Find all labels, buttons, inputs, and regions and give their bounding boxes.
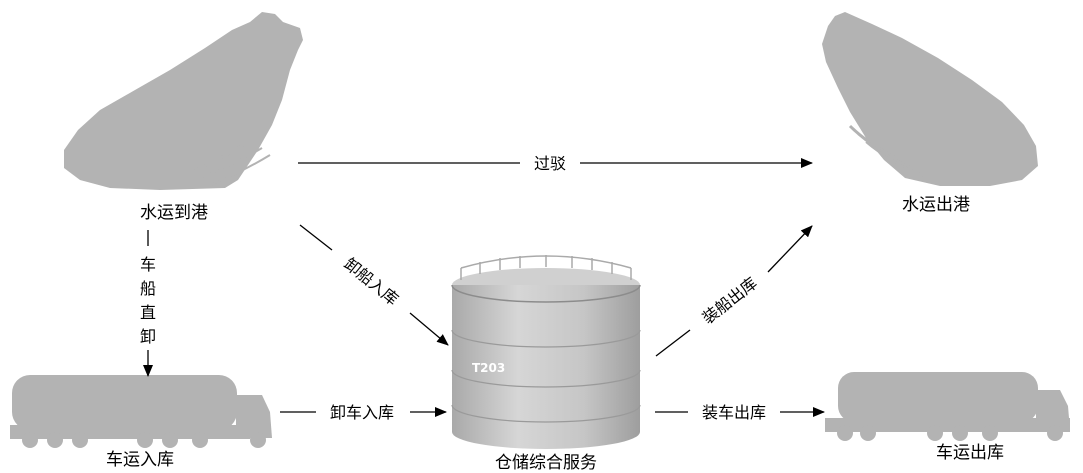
transshipment-label: 过驳	[534, 154, 566, 173]
truck-in-icon	[10, 375, 272, 448]
edge-transshipment: 过驳	[298, 154, 813, 173]
ship-arrival-icon	[64, 12, 303, 190]
truck-out-icon	[825, 372, 1070, 441]
ship-arrival-label: 水运到港	[140, 203, 208, 223]
unload-ship-in-label: 卸船入库	[340, 254, 402, 309]
direct-unload-char-1: 车	[140, 255, 156, 274]
unload-truck-in-label: 卸车入库	[330, 403, 394, 422]
storage-label: 仓储综合服务	[495, 453, 597, 473]
edge-load-ship-out: 装船出库	[655, 225, 813, 357]
direct-unload-char-3: 直	[140, 303, 156, 322]
truck-in-label: 车运入库	[106, 450, 174, 470]
edge-unload-ship-in: 卸船入库	[299, 224, 449, 346]
direct-unload-char-4: 卸	[140, 327, 156, 346]
storage-tank-icon: T203	[451, 255, 641, 449]
edge-unload-truck-in: 卸车入库	[280, 403, 447, 422]
ship-departure-label: 水运出港	[902, 195, 970, 215]
tank-id-label: T203	[472, 361, 505, 375]
truck-out-label: 车运出库	[936, 443, 1004, 463]
ship-departure-icon	[822, 12, 1038, 186]
load-ship-out-label: 装船出库	[699, 273, 761, 327]
load-truck-out-label: 装车出库	[702, 403, 766, 422]
edge-load-truck-out: 装车出库	[655, 403, 825, 422]
direct-unload-char-2: 船	[140, 279, 156, 298]
edge-direct-unload: 车 船 直 卸	[140, 230, 156, 377]
